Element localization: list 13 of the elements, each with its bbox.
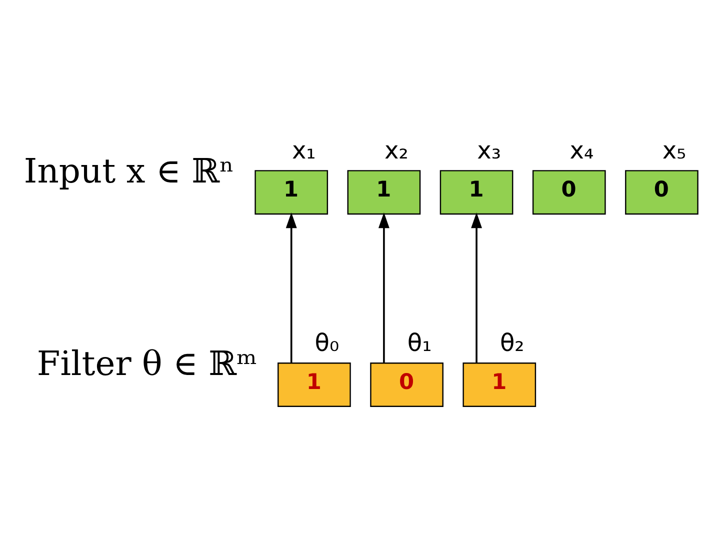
node-label: x₄ bbox=[570, 136, 594, 164]
label: Input x ∈ ℝⁿ bbox=[24, 151, 234, 190]
node-label: θ₁ bbox=[407, 328, 432, 357]
node-label: θ₂ bbox=[500, 328, 524, 357]
node-label: x₅ bbox=[662, 136, 686, 164]
arrow bbox=[378, 212, 390, 362]
label: Filter θ ∈ ℝᵐ bbox=[36, 343, 258, 382]
node-label: x₂ bbox=[384, 136, 408, 164]
node-label: θ₀ bbox=[314, 328, 340, 357]
arrow bbox=[471, 212, 482, 362]
node-label: x₃ bbox=[477, 136, 501, 164]
node-label: x₁ bbox=[292, 136, 316, 164]
arrow bbox=[286, 212, 297, 362]
